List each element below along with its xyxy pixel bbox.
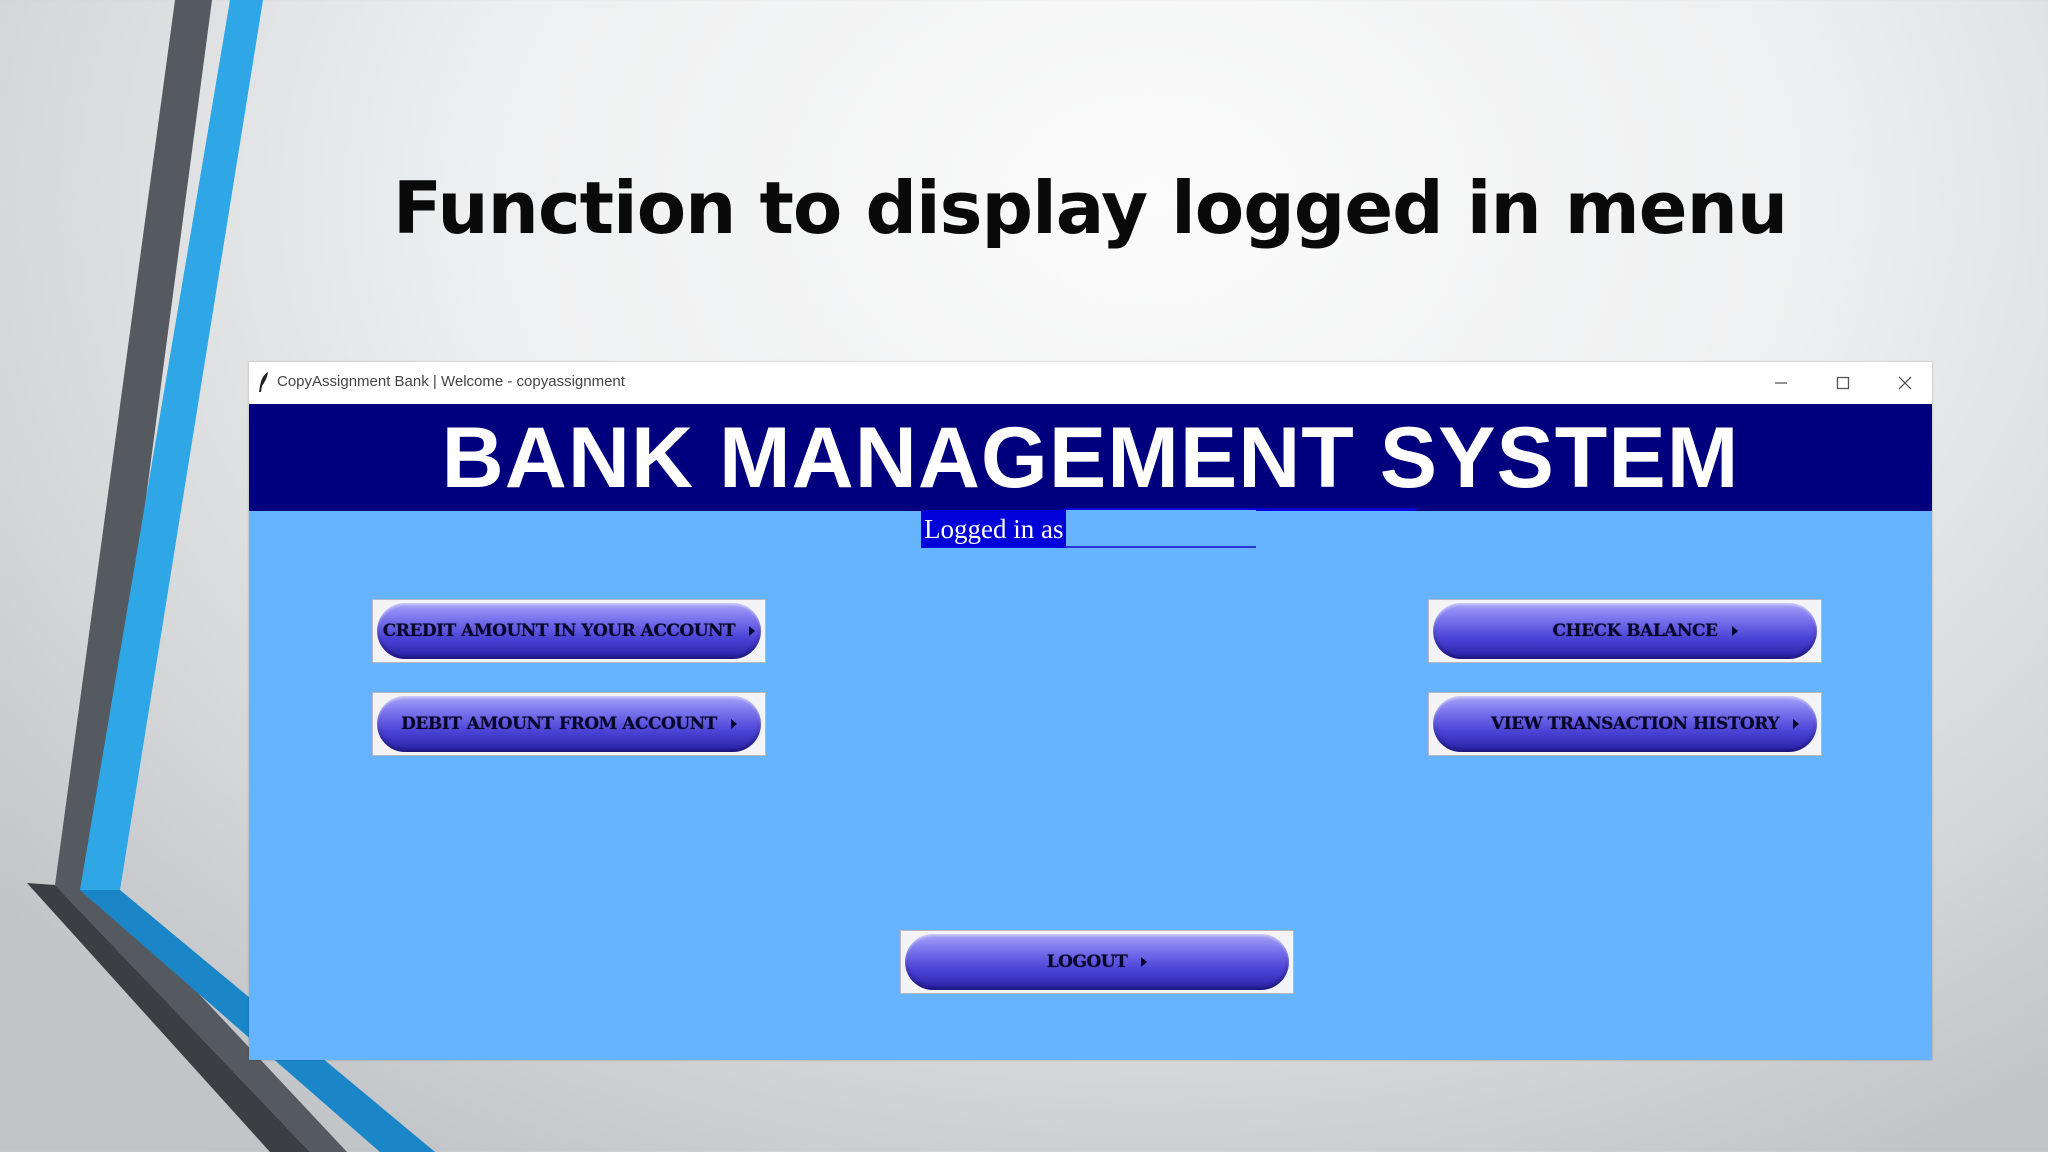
check-balance-label: CHECK BALANCE	[1552, 621, 1718, 641]
window-titlebar[interactable]: CopyAssignment Bank | Welcome - copyassi…	[249, 362, 1932, 404]
logout-button[interactable]: LOGOUT	[900, 930, 1294, 994]
arrow-right-icon	[1731, 626, 1738, 636]
app-window: CopyAssignment Bank | Welcome - copyassi…	[249, 362, 1932, 1060]
arrow-right-icon	[1141, 957, 1148, 967]
close-button[interactable]	[1881, 368, 1929, 398]
arrow-right-icon	[749, 626, 756, 636]
window-title: CopyAssignment Bank | Welcome - copyassi…	[277, 373, 625, 390]
arrow-right-icon	[730, 719, 737, 729]
view-transaction-history-button[interactable]: VIEW TRANSACTION HISTORY	[1428, 692, 1822, 756]
debit-amount-pill[interactable]: DEBIT AMOUNT FROM ACCOUNT	[377, 696, 761, 752]
credit-amount-pill[interactable]: CREDIT AMOUNT IN YOUR ACCOUNT	[377, 603, 761, 659]
close-icon	[1898, 376, 1912, 390]
maximize-button[interactable]	[1819, 368, 1867, 398]
feather-icon	[259, 372, 268, 392]
minimize-button[interactable]	[1757, 368, 1805, 398]
view-transaction-history-pill[interactable]: VIEW TRANSACTION HISTORY	[1433, 696, 1817, 752]
slide-title: Function to display logged in menu	[392, 166, 1788, 250]
debit-amount-label: DEBIT AMOUNT FROM ACCOUNT	[401, 714, 717, 734]
credit-amount-button[interactable]: CREDIT AMOUNT IN YOUR ACCOUNT	[372, 599, 766, 663]
maximize-icon	[1836, 376, 1850, 390]
logged-in-label: Logged in as	[921, 510, 1067, 548]
banner-title: BANK MANAGEMENT SYSTEM	[441, 410, 1740, 506]
logged-in-indicator: Logged in as	[921, 510, 1257, 548]
debit-amount-button[interactable]: DEBIT AMOUNT FROM ACCOUNT	[372, 692, 766, 756]
check-balance-button[interactable]: CHECK BALANCE	[1428, 599, 1822, 663]
logged-in-username	[1066, 510, 1257, 548]
logout-label: LOGOUT	[1046, 952, 1128, 972]
view-transaction-history-label: VIEW TRANSACTION HISTORY	[1491, 714, 1779, 734]
check-balance-pill[interactable]: CHECK BALANCE	[1433, 603, 1817, 659]
app-banner: BANK MANAGEMENT SYSTEM	[249, 404, 1932, 511]
logout-pill[interactable]: LOGOUT	[905, 934, 1289, 990]
logged-in-underline	[1063, 508, 1417, 511]
credit-amount-label: CREDIT AMOUNT IN YOUR ACCOUNT	[382, 621, 736, 641]
minimize-icon	[1775, 382, 1787, 384]
arrow-right-icon	[1792, 719, 1799, 729]
